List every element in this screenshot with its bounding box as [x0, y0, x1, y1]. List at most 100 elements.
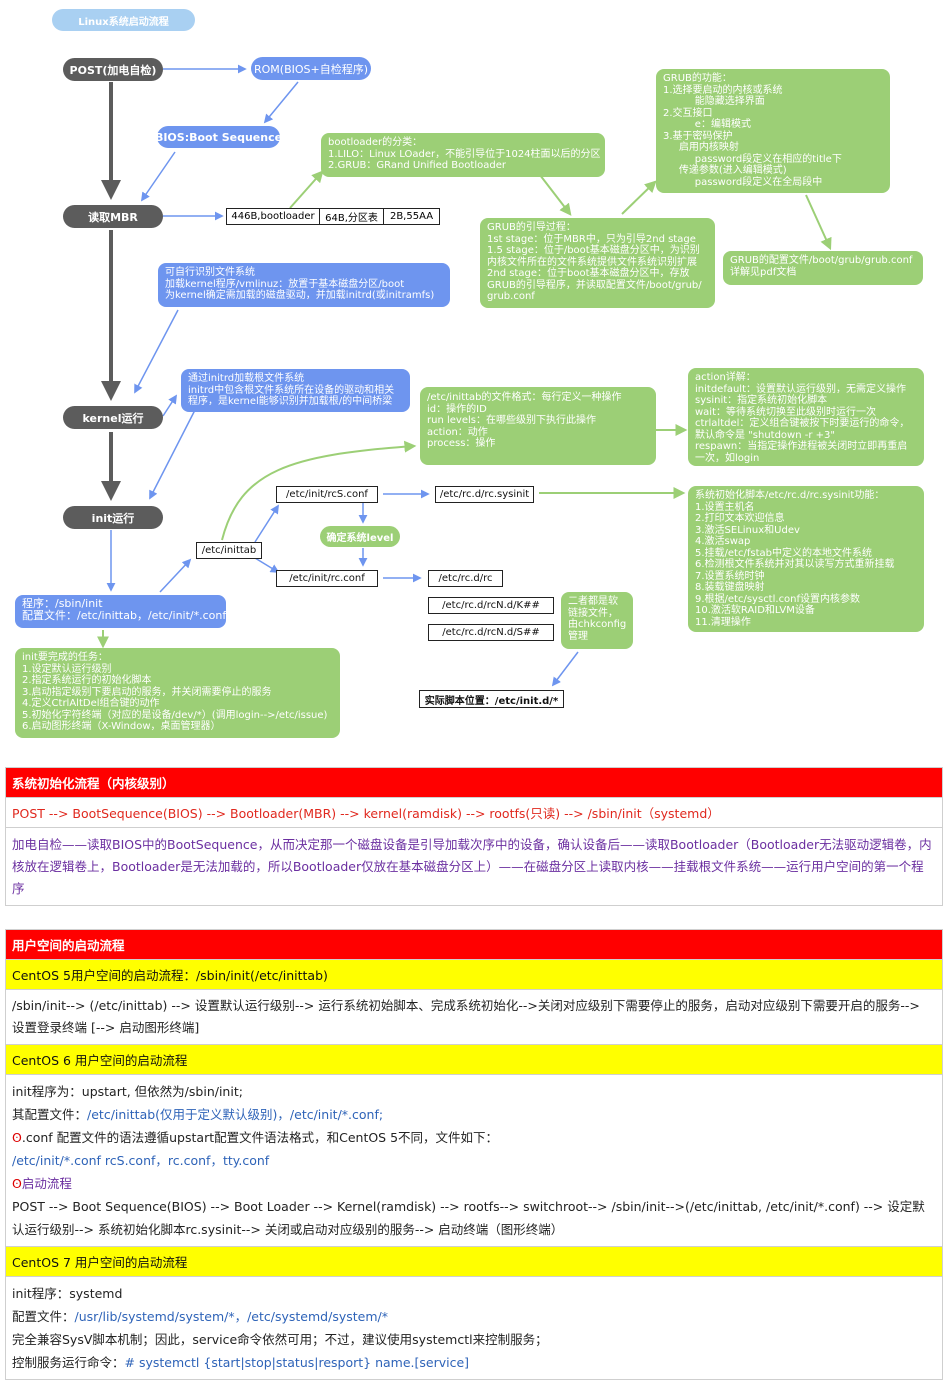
- c7-line: init程序：systemd: [12, 1286, 123, 1301]
- centos6-body-row: init程序为：upstart, 但依然为/sbin/init; 其配置文件：/…: [6, 1075, 942, 1247]
- rc-sysinit-file: /etc/rc.d/rc.sysinit: [435, 486, 534, 503]
- grub-config-box: GRUB的配置文件/boot/grub/grub.conf 详解见pdf文档: [723, 251, 923, 285]
- text-line: action：动作: [427, 426, 488, 438]
- text-line: password段定义在全局段中: [663, 176, 823, 188]
- text-line: 启用内核映射: [663, 142, 739, 153]
- c7-label: 控制服务运行命令：: [12, 1355, 125, 1370]
- text-line: 6.启动图形终端（X-Window，桌面管理器）: [22, 721, 221, 732]
- text-line: 传递参数(进入编辑模式): [663, 165, 787, 176]
- text-line: 程序，是kernel能够识别并加载根/的中间桥梁: [188, 396, 393, 407]
- text-line: 由chkconfig: [568, 619, 627, 630]
- c7-config-path: /usr/lib/systemd/system/*，/etc/systemd/s…: [74, 1309, 388, 1324]
- text-line: 6.检测根文件系统并对其以读写方式重新挂载: [695, 559, 895, 570]
- text-line: 3.基于密码保护: [663, 130, 733, 142]
- rcn-s-file: /etc/rc.d/rcN.d/S##: [428, 624, 554, 641]
- text-line: GRUB的引导程序，并读取配置文件/boot/grub/: [487, 279, 702, 291]
- bios-boot-node: BIOS:Boot Sequence: [155, 126, 282, 148]
- text-line: 二者都是软: [568, 596, 618, 607]
- text-line: 8.装载键盘映射: [695, 582, 765, 593]
- kernel-run-node: kernel运行: [63, 406, 163, 429]
- post-node: POST(加电自检): [63, 58, 163, 81]
- kernel-load-box: 可自行识别文件系统 加载kernel程序/vmlinuz：放置于基本磁盘分区/b…: [158, 263, 450, 307]
- text-line: e：编辑模式: [663, 119, 751, 130]
- text-line: initrd中包含根文件系统所在设备的驱动和相关: [188, 384, 395, 396]
- c6-line: 其配置文件：/etc/inittab(仅用于定义默认级别)，/etc/init/…: [12, 1103, 936, 1126]
- text-line: 1.5 stage：位于/boot基本磁盘分区中，为识别: [487, 245, 700, 256]
- c6-config-path: /etc/inittab(仅用于定义默认级别)，/etc/init/*.conf…: [87, 1107, 384, 1122]
- actual-script-location: 实际脚本位置：/etc/init.d/*: [419, 690, 564, 708]
- action-detail-box: action详解： initdefault：设置默认运行级别，无需定义操作 sy…: [688, 368, 924, 466]
- text-line: 2.打印文本欢迎信息: [695, 513, 785, 524]
- centos7-title-row: CentOS 7 用户空间的启动流程: [6, 1247, 942, 1277]
- text-line: 2.交互接口: [663, 107, 713, 119]
- text-line: 内核文件所在的文件系统提供文件系统识别扩展: [487, 256, 697, 268]
- text-line: 1.LILO：Linux LOader，不能引导位于1024柱面以后的分区: [328, 148, 601, 160]
- c6-line: init程序为：upstart, 但依然为/sbin/init;: [12, 1084, 243, 1099]
- text-line: 通过initrd加载根文件系统: [188, 373, 305, 384]
- table-header: 用户空间的启动流程: [6, 930, 942, 960]
- sysinit-functions-box: 系统初始化脚本/etc/rc.d/rc.sysinit功能： 1.设置主机名 2…: [688, 486, 924, 632]
- links-note-box: 二者都是软 链接文件， 由chkconfig 管理: [561, 592, 633, 649]
- c7-line: 控制服务运行命令：# systemctl {start|stop|status|…: [12, 1351, 936, 1374]
- text-line: 链接文件，: [568, 607, 618, 619]
- text-line: action详解：: [695, 372, 756, 383]
- text-line: GRUB的引导过程：: [487, 222, 576, 233]
- c6-line: ʘ.conf 配置文件的语法遵循upstart配置文件语法格式，和CentOS …: [12, 1126, 936, 1149]
- text-line: 加载kernel程序/vmlinuz：放置于基本磁盘分区/boot: [165, 278, 405, 290]
- text-line: 11.清理操作: [695, 616, 751, 628]
- text-line: 1.选择要启动的内核或系统: [663, 84, 783, 96]
- rc-d-rc-file: /etc/rc.d/rc: [428, 570, 503, 587]
- c6-label: 其配置文件：: [12, 1107, 88, 1122]
- text-line: GRUB的功能：: [663, 73, 732, 84]
- centos5-body-row: /sbin/init--> (/etc/inittab) --> 设置默认运行级…: [6, 990, 942, 1045]
- centos5-title-row: CentOS 5用户空间的启动流程：/sbin/init(/etc/initta…: [6, 960, 942, 990]
- centos7-body-row: init程序：systemd 配置文件：/usr/lib/systemd/sys…: [6, 1277, 942, 1379]
- text-line: 2.指定系统运行的初始化脚本: [22, 675, 152, 686]
- centos6-title-row: CentOS 6 用户空间的启动流程: [6, 1045, 942, 1075]
- text-line: process：操作: [427, 438, 496, 449]
- text-line: password段定义在相应的title下: [663, 153, 842, 165]
- text-line: 5.初始化字符终端（对应的是设备/dev/*）(调用login-->/etc/i…: [22, 709, 328, 721]
- text-line: 4.激活swap: [695, 536, 751, 547]
- text-line: initdefault：设置默认运行级别，无需定义操作: [695, 383, 907, 395]
- text-line: 可自行识别文件系统: [165, 267, 255, 278]
- table-header: 系统初始化流程（内核级别）: [6, 768, 942, 798]
- text-line: 配置文件：/etc/inittab，/etc/init/*.conf: [22, 609, 227, 622]
- c7-label: 配置文件：: [12, 1309, 75, 1324]
- text-line: id：操作的ID: [427, 403, 487, 415]
- c6-text: .conf 配置文件的语法遵循upstart配置文件语法格式，和CentOS 5…: [21, 1130, 499, 1145]
- text-line: 默认命令是 "shutdown -r +3": [695, 429, 835, 441]
- text-line: 9.根据/etc/sysctl.conf设置内核参数: [695, 593, 861, 605]
- connector-lines: [97, 64, 832, 687]
- c6-line: POST --> Boot Sequence(BIOS) --> Boot Lo…: [12, 1199, 925, 1237]
- mbr-layout: 446B,bootloader 64B,分区表 2B,55AA: [226, 208, 440, 225]
- initrd-note-box: 通过initrd加载根文件系统 initrd中包含根文件系统所在设备的驱动和相关…: [181, 369, 410, 412]
- userspace-table: 用户空间的启动流程 CentOS 5用户空间的启动流程：/sbin/init(/…: [5, 929, 943, 1380]
- text-line: sysinit：指定系统初始化脚本: [695, 395, 828, 406]
- mbr-part-signature: 2B,55AA: [389, 211, 434, 222]
- kernel-init-table: 系统初始化流程（内核级别） POST --> BootSequence(BIOS…: [5, 767, 943, 906]
- kernel-flow-row: POST --> BootSequence(BIOS) --> Bootload…: [6, 798, 942, 828]
- c6-line: ʘ启动流程: [12, 1172, 936, 1195]
- rcn-k-file: /etc/rc.d/rcN.d/K##: [428, 597, 554, 614]
- text-line: 7.设置系统时钟: [695, 570, 765, 582]
- text-line: 2.GRUB：GRand Unified Bootloader: [328, 160, 506, 171]
- rc-conf-file: /etc/init/rc.conf: [276, 570, 378, 587]
- init-tasks-box: init要完成的任务： 1.设定默认运行级别 2.指定系统运行的初始化脚本 3.…: [15, 648, 340, 738]
- text-line: 1.设定默认运行级别: [22, 663, 112, 675]
- text-line: grub.conf: [487, 291, 535, 302]
- text-line: 4.定义CtrlAltDel组合键的动作: [22, 698, 160, 709]
- c7-line: 完全兼容SysV脚本机制；因此，service命令依然可用；不过，建议使用sys…: [12, 1332, 548, 1347]
- text-line: wait：等待系统切换至此级别时运行一次: [695, 406, 877, 418]
- c6-text: 启动流程: [21, 1176, 72, 1191]
- inittab-file: /etc/inittab: [196, 542, 262, 559]
- grub-process-box: GRUB的引导过程： 1st stage：位于MBR中，只为引导2nd stag…: [480, 218, 715, 308]
- text-line: 一次，如login: [695, 452, 760, 464]
- text-line: ctrlaltdel：定义组合键被按下时要运行的命令，: [695, 418, 910, 429]
- text-line: 2nd stage：位于boot基本磁盘分区中，存放: [487, 268, 690, 279]
- text-line: bootloader的分类：: [328, 137, 423, 148]
- text-line: run levels：在哪些级别下执行此操作: [427, 415, 596, 426]
- c6-line: /etc/init/*.conf rcS.conf，rc.conf，tty.co…: [12, 1153, 270, 1168]
- text-line: 为kernel确定需加载的磁盘驱动，并加载initrd(或initramfs): [165, 290, 435, 301]
- grub-functions-box: GRUB的功能： 1.选择要启动的内核或系统 能隐藏选择界面 2.交互接口 e：…: [656, 69, 890, 193]
